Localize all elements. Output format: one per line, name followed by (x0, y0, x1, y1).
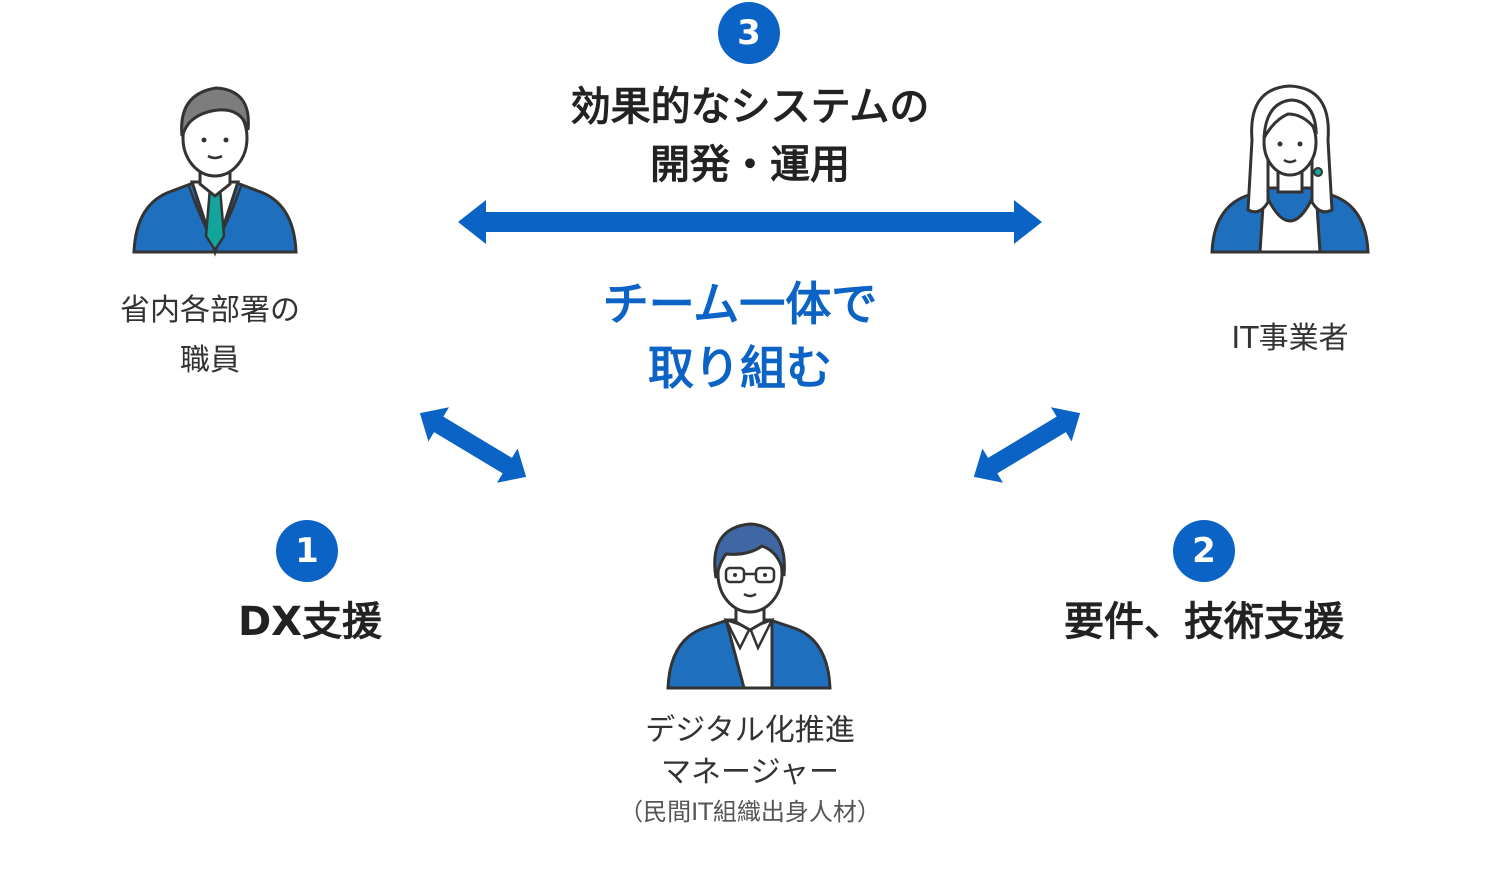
businesswoman-icon (1210, 84, 1370, 254)
left-support-label: DX支援 (237, 599, 383, 645)
businessman-icon (132, 86, 298, 257)
left-person-line1: 省内各部署の (120, 293, 300, 328)
bottom-person-line3: （民間IT組織出身人材） (619, 798, 881, 826)
step-1-badge: 1 (276, 520, 338, 582)
right-person-label: IT事業者 (1231, 321, 1349, 356)
left-person-label: 省内各部署の 職員 (70, 286, 350, 386)
left-person-line2: 職員 (180, 343, 240, 378)
double-arrow-icon (458, 200, 1042, 244)
team-message-line2: 取り組む (648, 341, 832, 395)
manager-with-glasses-icon (666, 522, 832, 690)
step-3-badge: 3 (718, 2, 780, 64)
double-arrow-icon (973, 407, 1081, 483)
top-title-line2: 開発・運用 (650, 142, 850, 188)
bottom-person-line1: デジタル化推進 (645, 713, 855, 748)
team-message: チーム一体で 取り組む (560, 272, 920, 400)
top-title: 効果的なシステムの 開発・運用 (520, 78, 980, 194)
right-support-label: 要件、技術支援 (1064, 599, 1344, 645)
team-message-line1: チーム一体で (602, 277, 878, 331)
bottom-person-label: デジタル化推進 マネージャー （民間IT組織出身人材） (560, 710, 940, 830)
bottom-person-line2: マネージャー (661, 755, 839, 790)
double-arrow-icon (419, 407, 527, 483)
top-title-line1: 効果的なシステムの (570, 84, 930, 130)
step-2-badge: 2 (1173, 520, 1235, 582)
